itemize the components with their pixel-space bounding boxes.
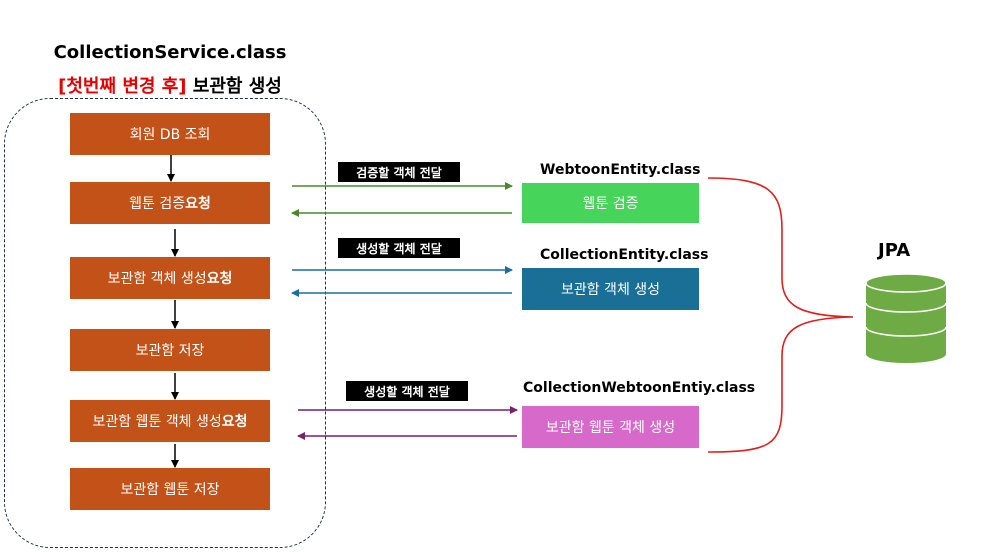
- step-text: 회원 DB 조회: [129, 127, 211, 143]
- service-title: CollectionService.class: [53, 42, 287, 63]
- subtitle-rest: 보관함 생성: [186, 76, 282, 97]
- step-collection-webtoon-save: 보관함 웹툰 저장: [70, 468, 270, 510]
- jpa-title: JPA: [878, 240, 911, 261]
- service-boundary: [4, 98, 326, 548]
- entity-box-webtoon-validation: 웹툰 검증: [522, 183, 699, 223]
- step-text: 보관함 웹툰 저장: [120, 482, 220, 498]
- step-bold: 요청: [206, 271, 233, 287]
- service-subtitle: [첫번째 변경 후] 보관함 생성: [0, 72, 340, 98]
- message-label-create-collection: 생성할 객체 전달: [338, 238, 460, 258]
- message-label-validate: 검증할 객체 전달: [338, 162, 460, 182]
- step-text: 보관함 저장: [135, 343, 205, 359]
- database-icon: [865, 273, 947, 363]
- step-bold: 요청: [185, 196, 211, 212]
- step-text: 웹툰 검증: [129, 196, 186, 212]
- step-text: 보관함 웹툰 객체 생성: [92, 414, 222, 430]
- step-collection-create-request: 보관함 객체 생성 요청: [70, 257, 270, 299]
- step-text: 보관함 객체 생성: [107, 271, 207, 287]
- entity-title-collection: CollectionEntity.class: [540, 247, 709, 263]
- step-bold: 요청: [221, 414, 248, 430]
- entity-box-collection-webtoon-create: 보관함 웹툰 객체 생성: [522, 406, 699, 448]
- entity-title-webtoon: WebtoonEntity.class: [540, 162, 701, 178]
- step-webtoon-validation-request: 웹툰 검증 요청: [70, 182, 270, 224]
- step-collection-save: 보관함 저장: [70, 329, 270, 371]
- subtitle-highlight: [첫번째 변경 후]: [58, 76, 187, 97]
- message-label-create-collection-webtoon: 생성할 객체 전달: [346, 381, 468, 401]
- step-collection-webtoon-create-request: 보관함 웹툰 객체 생성 요청: [70, 400, 270, 442]
- entity-title-collection-webtoon: CollectionWebtoonEntiy.class: [523, 380, 756, 396]
- step-member-db-lookup: 회원 DB 조회: [70, 113, 270, 155]
- entity-box-collection-create: 보관함 객체 생성: [522, 268, 699, 310]
- red-brace: [707, 177, 854, 453]
